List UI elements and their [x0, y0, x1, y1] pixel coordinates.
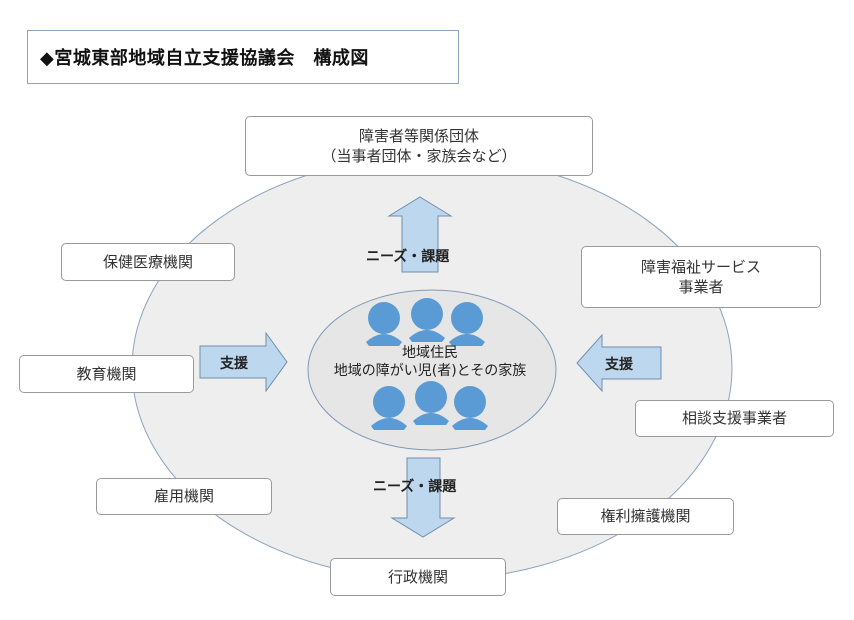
people-group-top [366, 298, 485, 346]
person-icon [409, 298, 445, 342]
people-group-bottom [371, 381, 488, 430]
org-box-welfare-services: 障害福祉サービス 事業者 [581, 246, 821, 308]
inner-ellipse [307, 289, 557, 451]
org-label-advocacy: 権利擁護機関 [600, 507, 691, 526]
arrow-right-icon [199, 331, 288, 393]
title-box: ◆宮城東部地域自立支援協議会 構成図 [27, 30, 459, 84]
arrow-up-icon [387, 196, 453, 273]
arrow-label-bottom: ニーズ・課題 [373, 479, 457, 495]
person-icon [449, 302, 485, 346]
person-icon [371, 386, 407, 430]
person-icon [452, 386, 488, 430]
person-icon [413, 381, 449, 425]
org-box-consultation: 相談支援事業者 [635, 400, 834, 437]
org-label-welfare-services: 障害福祉サービス [640, 257, 761, 276]
org-label-employment: 雇用機関 [153, 487, 214, 506]
org-label-health: 保健医療機関 [102, 252, 193, 271]
org-box-health: 保健医療機関 [61, 243, 235, 281]
arrow-label-top: ニーズ・課題 [366, 249, 450, 265]
org-box-disability-groups: 障害者等関係団体 （当事者団体・家族会など） [245, 116, 593, 176]
org-label-education: 教育機関 [76, 364, 137, 383]
org-label-disability-groups: 障害者等関係団体 [358, 126, 479, 145]
org-box-administration: 行政機関 [330, 558, 506, 596]
arrow-label-right: 支援 [605, 357, 633, 373]
arrow-left-icon [576, 333, 662, 393]
org-label-consultation: 相談支援事業者 [681, 409, 787, 428]
org-sublabel-welfare-services: 事業者 [678, 278, 724, 296]
org-label-administration: 行政機関 [387, 567, 448, 586]
org-box-education: 教育機関 [19, 355, 194, 393]
org-box-advocacy: 権利擁護機関 [557, 498, 734, 535]
center-label-families: 地域の障がい児(者)とその家族 [333, 363, 527, 380]
arrow-down-icon [390, 457, 456, 538]
page-title: ◆宮城東部地域自立支援協議会 構成図 [40, 48, 369, 69]
arrow-label-left: 支援 [220, 356, 248, 372]
org-sublabel-disability-groups: （当事者団体・家族会など） [321, 147, 517, 165]
org-box-employment: 雇用機関 [96, 478, 272, 515]
center-text: 地域住民 地域の障がい児(者)とその家族 [300, 344, 560, 380]
person-icon [366, 302, 402, 346]
center-label-residents: 地域住民 [402, 345, 458, 361]
